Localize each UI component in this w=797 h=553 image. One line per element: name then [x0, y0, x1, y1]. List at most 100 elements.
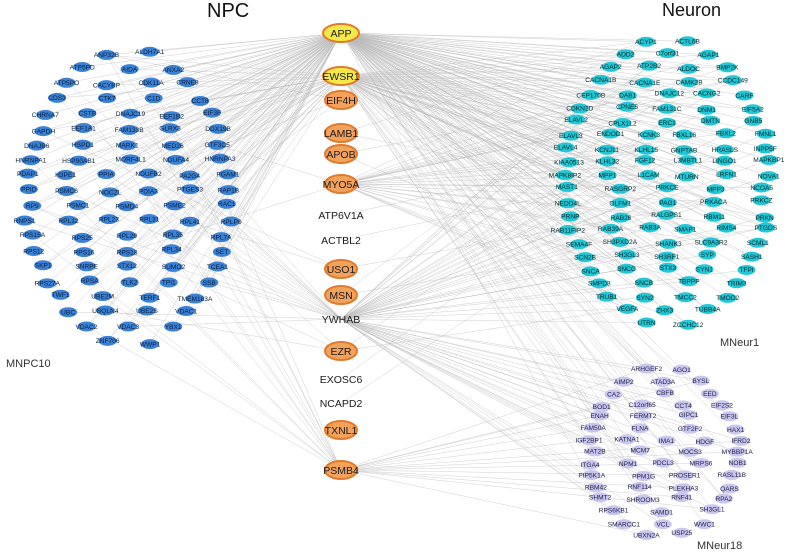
node-cdk11a[interactable]: CDK11A: [138, 77, 164, 88]
node-mapk8ip2[interactable]: MAPK8IP2: [549, 170, 582, 181]
node-pgam1[interactable]: PGAM1: [216, 169, 240, 180]
node-stx3[interactable]: STX3: [658, 262, 677, 273]
node-rab26[interactable]: RAB26: [611, 212, 632, 223]
node-bod1[interactable]: BOD1: [592, 401, 611, 412]
node-aimp2[interactable]: AIMP2: [614, 376, 634, 387]
node-l3mbtl1[interactable]: L3MBTL1: [674, 155, 703, 166]
node-mpp3[interactable]: MPP3: [706, 184, 725, 195]
node-vegfa[interactable]: VEGFA: [616, 303, 639, 314]
node-sh3rf1[interactable]: SH3RF1: [654, 251, 680, 262]
node-ppid[interactable]: PPID: [19, 184, 38, 195]
node-pag1[interactable]: PAG1: [658, 197, 677, 208]
node-sncb[interactable]: SNCB: [635, 277, 654, 288]
node-syn1[interactable]: SYN1: [695, 264, 714, 275]
node-zhx3[interactable]: ZHX3: [655, 305, 674, 316]
node-mast1[interactable]: MAST1: [556, 181, 578, 192]
node-eif3l[interactable]: EIF3L: [720, 411, 738, 422]
node-dnajc19[interactable]: DNAJC19: [116, 108, 146, 119]
node-rab11fip2[interactable]: RAB11FIP2: [551, 224, 586, 235]
node-rpsa[interactable]: RPSA: [80, 275, 100, 286]
node-c1d[interactable]: C1D: [144, 93, 163, 104]
node-klhl32[interactable]: KLHL32: [595, 156, 620, 167]
node-fermt2[interactable]: FERMT2: [630, 410, 657, 421]
node-erc1[interactable]: ERC1: [658, 117, 676, 128]
node-cct8[interactable]: CCT8: [191, 95, 210, 106]
node-dmtn[interactable]: DMTN: [701, 115, 720, 126]
node-skp1[interactable]: SKP1: [34, 260, 53, 271]
node-atp2b2[interactable]: ATP2B2: [637, 60, 661, 71]
node-enah[interactable]: ENAH: [590, 410, 609, 421]
node-plekha3[interactable]: PLEKHA3: [669, 483, 699, 494]
node-carf[interactable]: CARF: [735, 90, 754, 101]
node-rps12[interactable]: RPS12: [23, 246, 45, 257]
node-rnf41[interactable]: RNF41: [671, 492, 692, 503]
node-cacna1b[interactable]: CACNA1B: [585, 74, 617, 85]
node-fam131c[interactable]: FAM131C: [652, 103, 682, 114]
node-ube2m[interactable]: UBE2M: [91, 291, 114, 302]
node-rpl31[interactable]: RPL31: [139, 213, 160, 224]
node-rpl35[interactable]: RPL35: [163, 229, 183, 240]
center-node-actbl2[interactable]: ACTBL2: [321, 235, 361, 247]
node-ccdc149[interactable]: CCDC149: [718, 75, 748, 86]
node-wwp1[interactable]: WWP1: [140, 339, 161, 350]
node-hdgf[interactable]: HDGF: [695, 436, 714, 447]
node-l1cam[interactable]: L1CAM: [638, 169, 660, 180]
node-cstb[interactable]: CSTB: [78, 108, 97, 119]
node-twf1[interactable]: TWF1: [51, 289, 70, 300]
node-tbppp[interactable]: TBPPP: [678, 276, 700, 287]
node-lingo1[interactable]: LINGO1: [712, 155, 737, 166]
node-pdcl3[interactable]: PDCL3: [653, 457, 675, 468]
node-nedd4l[interactable]: NEDD4L: [555, 198, 581, 209]
node-rab39a[interactable]: RAB39A: [598, 223, 624, 234]
node-samd1[interactable]: SAMD1: [650, 507, 673, 518]
node-zcchc12[interactable]: ZCCHC12: [673, 319, 704, 330]
node-rbm11[interactable]: RBM11: [704, 211, 726, 222]
node-ptges3[interactable]: PTGES3: [177, 184, 203, 195]
node-ago1[interactable]: AGO1: [673, 364, 692, 375]
node-rps25[interactable]: RPS25: [72, 232, 93, 243]
node-noc2l[interactable]: NOC2L: [99, 187, 121, 198]
node-aldh7a1[interactable]: ALDH7A1: [135, 46, 165, 57]
node-med26[interactable]: MED26: [162, 140, 184, 151]
node-utrn[interactable]: UTRN: [637, 317, 656, 328]
node-mcm7[interactable]: MCM7: [630, 445, 650, 456]
node-ca2[interactable]: CA2: [604, 389, 623, 400]
center-node-ncapd2[interactable]: NCAPD2: [320, 398, 363, 410]
node-fam50a[interactable]: FAM50A: [580, 422, 606, 433]
node-lrfn1[interactable]: LRFN1: [716, 169, 737, 180]
center-node-msn[interactable]: MSN: [324, 285, 358, 305]
node-gnb5[interactable]: GNB5: [744, 115, 763, 126]
node-c12orf65[interactable]: C12orf65: [629, 399, 656, 410]
node-mapkbp1[interactable]: MAPKBP1: [753, 154, 785, 165]
node-c7orf31[interactable]: C7orf31: [656, 48, 680, 59]
node-shroom3[interactable]: SHROOM3: [626, 494, 660, 505]
node-ppia[interactable]: PPIA: [97, 169, 116, 180]
node-rims4[interactable]: RIMS4: [716, 222, 737, 233]
node-set[interactable]: SET: [212, 246, 231, 257]
center-node-eif4h[interactable]: EIF4H: [324, 90, 358, 110]
node-ralgps1[interactable]: RALGPS1: [651, 209, 682, 220]
node-acyp1[interactable]: ACYP1: [635, 36, 657, 47]
node-psmc1[interactable]: PSMC1: [67, 200, 90, 211]
center-node-atp6v1a[interactable]: ATP6V1A: [318, 210, 363, 222]
node-eed[interactable]: EED: [700, 388, 719, 399]
node-cct4[interactable]: CCT4: [674, 400, 693, 411]
node-kcnj11[interactable]: KCNJ11: [595, 144, 619, 155]
node-kcnk3[interactable]: KCNK3: [638, 129, 660, 140]
node-pa2g4[interactable]: PA2G4: [179, 170, 200, 181]
node-pip5k1a[interactable]: PIP5K1A: [578, 469, 606, 480]
node-vdac3[interactable]: VDAC3: [117, 321, 139, 332]
node-proser1[interactable]: PROSER1: [669, 470, 701, 481]
node-psmd4[interactable]: PSMD4: [115, 201, 138, 212]
node-mrps6[interactable]: MRPS6: [690, 458, 713, 469]
node-anp32b[interactable]: ANP32B: [94, 49, 120, 60]
node-tpi1[interactable]: TPI1: [159, 277, 178, 288]
node-klhl15[interactable]: KLHL15: [634, 144, 659, 155]
node-rbm42[interactable]: RBM42: [585, 482, 607, 493]
node-rpl12[interactable]: RPL12: [58, 215, 79, 226]
node-gipc1[interactable]: GIPC1: [679, 409, 699, 420]
center-node-psmb4[interactable]: PSMB4: [323, 460, 359, 480]
center-node-uso1[interactable]: USO1: [324, 259, 358, 279]
node-atp5po[interactable]: ATP5PO: [54, 77, 80, 88]
node-katna1[interactable]: KATNA1: [614, 434, 640, 445]
